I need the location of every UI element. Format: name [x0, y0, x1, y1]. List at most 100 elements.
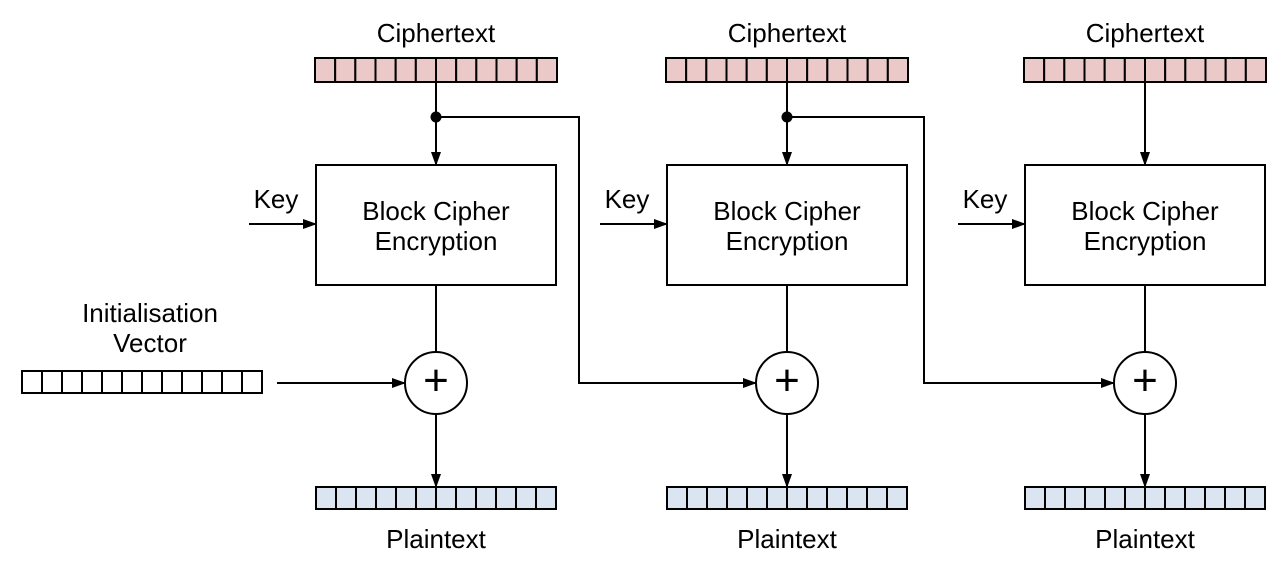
bit-cell: [495, 57, 518, 83]
bit-cell: [1244, 486, 1266, 510]
ciphertext-block: [665, 57, 910, 83]
iv-label-line2: Vector: [113, 328, 187, 358]
bit-cell: [1224, 57, 1247, 83]
bit-cell: [181, 370, 203, 394]
xor-plus-icon: +: [774, 356, 800, 405]
iv-label-line1: Initialisation: [82, 298, 218, 328]
bit-cell: [535, 486, 557, 510]
bit-cell: [1043, 57, 1066, 83]
plaintext-block: [666, 486, 908, 510]
bit-cell: [1063, 57, 1086, 83]
bit-cell: [1204, 486, 1226, 510]
bit-cell: [435, 57, 458, 83]
bit-cell: [21, 370, 43, 394]
bit-cell: [455, 57, 478, 83]
bit-cell: [1184, 486, 1206, 510]
block-cipher-box: [1024, 164, 1266, 286]
bit-cell: [355, 486, 377, 510]
bit-cell: [806, 57, 829, 83]
bit-cell: [221, 370, 243, 394]
plaintext-block: [315, 486, 557, 510]
bit-cell: [806, 486, 828, 510]
bit-cell: [1123, 57, 1146, 83]
bit-cell: [1164, 57, 1187, 83]
bit-cell: [685, 57, 708, 83]
bit-cell: [395, 486, 417, 510]
bit-cell: [745, 57, 768, 83]
chain-ciphertext2-to-xor3: [787, 116, 1115, 388]
key-label: Key: [605, 184, 650, 214]
bit-cell: [1083, 57, 1106, 83]
bit-cell: [1084, 486, 1106, 510]
bit-cell: [375, 486, 397, 510]
ciphertext-label: Ciphertext: [728, 18, 847, 48]
block-cipher-label-line2: Encryption: [726, 226, 849, 256]
bit-cell: [475, 486, 497, 510]
iv-block: [21, 370, 263, 394]
xor-plus-icon: +: [1132, 356, 1158, 405]
bit-cell: [1164, 486, 1186, 510]
bit-cell: [886, 57, 910, 83]
bit-cell: [1023, 57, 1046, 83]
bit-cell: [414, 57, 437, 83]
bit-cell: [1044, 486, 1066, 510]
bit-cell: [314, 57, 337, 83]
bit-cell: [725, 57, 748, 83]
bit-cell: [315, 486, 337, 510]
bit-cell: [455, 486, 477, 510]
bit-cell: [334, 57, 357, 83]
bit-cell: [335, 486, 357, 510]
bit-cell: [746, 486, 768, 510]
bit-cell: [886, 486, 908, 510]
bit-cell: [665, 57, 688, 83]
bit-cell: [786, 486, 808, 510]
block-cipher-label-line2: Encryption: [375, 226, 498, 256]
bit-cell: [1103, 57, 1126, 83]
bit-cell: [786, 57, 809, 83]
bit-cell: [1204, 57, 1227, 83]
xor-plus-icon: +: [423, 356, 449, 405]
bit-cell: [475, 57, 498, 83]
block-cipher-label-line1: Block Cipher: [713, 196, 861, 226]
bit-cell: [766, 486, 788, 510]
bit-cell: [515, 486, 537, 510]
bit-cell: [1024, 486, 1046, 510]
key-label: Key: [254, 184, 299, 214]
bit-cell: [495, 486, 517, 510]
bit-cell: [41, 370, 63, 394]
bit-cell: [666, 486, 688, 510]
bit-cell: [241, 370, 263, 394]
bit-cell: [535, 57, 559, 83]
bit-cell: [846, 486, 868, 510]
block-cipher-label-line2: Encryption: [1084, 226, 1207, 256]
initialisation-vector: Initialisation Vector: [21, 298, 406, 394]
block-cipher-box: [315, 164, 557, 286]
bit-cell: [826, 57, 849, 83]
bit-cell: [686, 486, 708, 510]
bit-cell: [141, 370, 163, 394]
bit-cell: [1244, 57, 1267, 83]
bit-cell: [435, 486, 457, 510]
bit-cell: [1184, 57, 1207, 83]
ciphertext-label: Ciphertext: [1086, 18, 1205, 48]
ciphertext-label: Ciphertext: [377, 18, 496, 48]
bit-cell: [415, 486, 437, 510]
bit-cell: [101, 370, 123, 394]
plaintext-label: Plaintext: [386, 524, 486, 554]
bit-cell: [826, 486, 848, 510]
plaintext-label: Plaintext: [737, 524, 837, 554]
block-cipher-label-line1: Block Cipher: [362, 196, 510, 226]
cipher-column-1: Ciphertext Key Block Cipher Encryption +…: [249, 18, 559, 554]
bit-cell: [161, 370, 183, 394]
bit-cell: [1124, 486, 1146, 510]
chain-ciphertext1-to-xor2: [436, 116, 757, 388]
bit-cell: [1104, 486, 1126, 510]
bit-cell: [394, 57, 417, 83]
bit-cell: [1224, 486, 1246, 510]
bit-cell: [61, 370, 83, 394]
bit-cell: [81, 370, 103, 394]
bit-cell: [866, 486, 888, 510]
ciphertext-block: [1023, 57, 1267, 83]
